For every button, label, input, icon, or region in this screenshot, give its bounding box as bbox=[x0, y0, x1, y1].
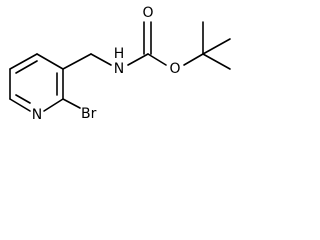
side-chain bbox=[62, 21, 231, 109]
ring-bond-c4-c5 bbox=[9, 53, 38, 70]
ring-bond-c4-c5-inner bbox=[15, 60, 38, 74]
bond-carbonyl-c-o-ester bbox=[147, 53, 167, 66]
atom-label-carbonyl-oxygen: O bbox=[142, 5, 153, 21]
bond-tbu-methyl-right bbox=[202, 38, 231, 55]
molecule-structure: N Br H N O O bbox=[9, 5, 231, 123]
atom-label-ester-oxygen: O bbox=[169, 61, 180, 77]
atom-label-bromine: Br bbox=[81, 106, 97, 122]
bond-c3-ch2 bbox=[62, 53, 92, 70]
bond-o-ester-tbu bbox=[183, 53, 204, 66]
bond-tbu-methyl-down bbox=[202, 53, 231, 70]
atom-labels: N Br H N O O bbox=[32, 5, 181, 123]
bond-c2-br bbox=[62, 98, 81, 109]
ring-bond-c6-n1-inner bbox=[15, 94, 31, 104]
atom-label-amine-hydrogen: H bbox=[114, 46, 125, 62]
pyridine-ring bbox=[9, 53, 64, 112]
ring-bond-n1-c2 bbox=[43, 98, 64, 112]
atom-label-ring-nitrogen: N bbox=[32, 107, 42, 123]
bond-n-carbonyl-c bbox=[127, 53, 149, 66]
ring-bond-c3-c4 bbox=[36, 53, 64, 70]
atom-label-amine-nitrogen: N bbox=[114, 61, 124, 77]
ring-bond-c6-n1 bbox=[9, 98, 31, 112]
bond-ch2-n bbox=[90, 53, 112, 66]
